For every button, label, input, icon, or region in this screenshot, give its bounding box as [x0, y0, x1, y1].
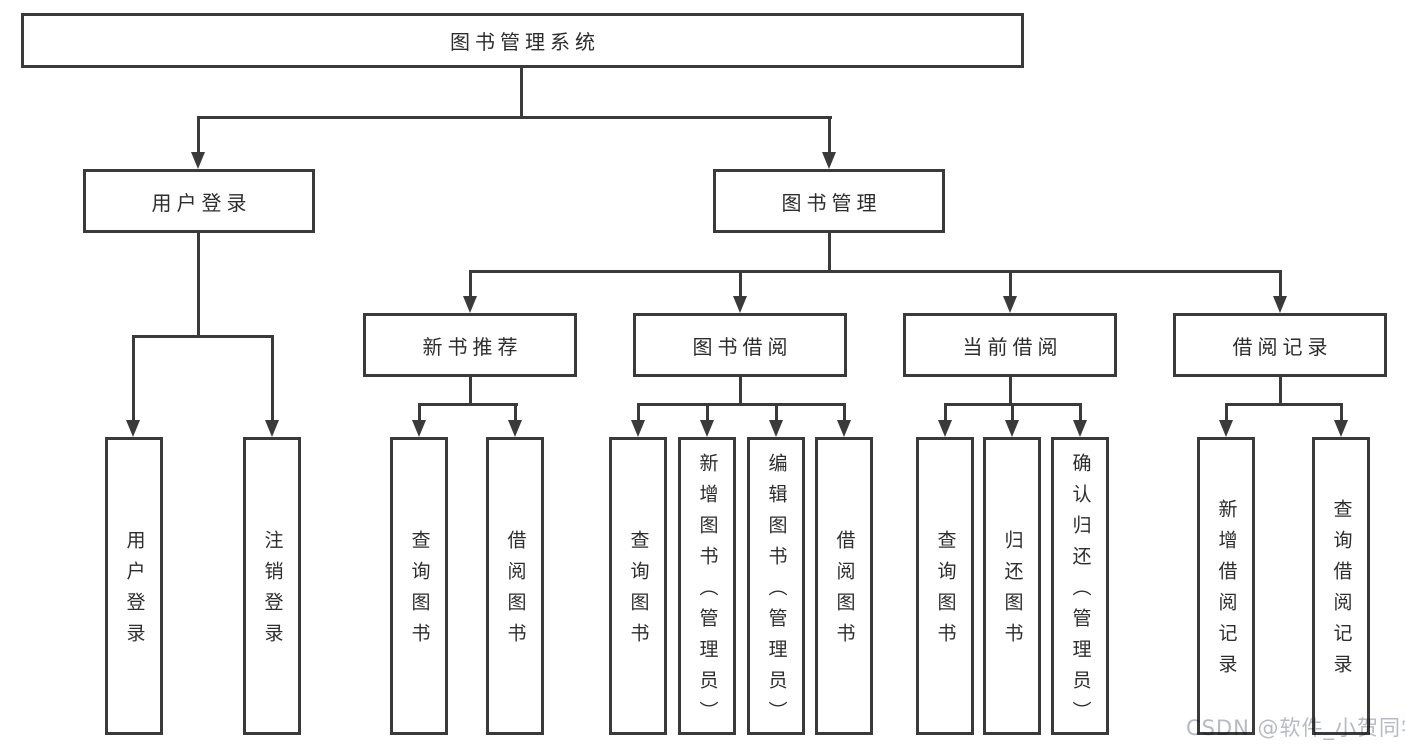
leaf-br-add-record-label: 新增借阅记录	[1215, 499, 1238, 685]
connector-stem-nbr-borrow	[514, 403, 517, 421]
leaf-br-query-record: 查询借阅记录	[1312, 437, 1370, 735]
connector-stem-cb-return	[1011, 403, 1014, 421]
leaf-logout-label: 注销登录	[261, 530, 284, 654]
arrowhead-nbr-query-icon	[412, 420, 426, 437]
connector-stem-nbr-query	[418, 403, 421, 421]
node-new-book-recommend: 新书推荐	[363, 313, 577, 377]
connector-stem-br-add	[1225, 403, 1228, 421]
connector-root-branch	[197, 116, 832, 119]
connector-stem-current-borrowing	[1009, 270, 1012, 297]
node-borrowing-records-label: 借阅记录	[1232, 334, 1333, 359]
node-book-borrowing-label: 图书借阅	[692, 334, 793, 359]
leaf-bb-edit-books-admin-label: 编辑图书（管理员）	[765, 452, 788, 732]
leaf-user-login-label: 用户登录	[123, 530, 146, 654]
leaf-bb-query-books: 查询图书	[609, 437, 667, 735]
node-root: 图书管理系统	[21, 13, 1024, 68]
node-new-book-recommend-label: 新书推荐	[422, 334, 523, 359]
connector-stem-bb-query	[637, 403, 640, 421]
connector-stem-br-query	[1340, 403, 1343, 421]
arrowhead-book-management-icon	[822, 152, 836, 169]
arrowhead-current-borrowing-icon	[1003, 296, 1017, 313]
connector-user-login-down	[197, 233, 200, 336]
leaf-cb-query-books-label: 查询图书	[934, 530, 957, 654]
connector-br-down	[1279, 377, 1282, 405]
connector-stem-borrowing-records	[1279, 270, 1282, 297]
leaf-br-query-record-label: 查询借阅记录	[1330, 499, 1353, 685]
connector-stem-leaf-login	[132, 335, 135, 421]
connector-stem-book-management	[828, 116, 831, 153]
leaf-nbr-borrow-books: 借阅图书	[486, 437, 544, 735]
leaf-bb-add-books-admin-label: 新增图书（管理员）	[696, 452, 719, 732]
leaf-br-add-record: 新增借阅记录	[1197, 437, 1255, 735]
connector-user-login-branch	[132, 335, 274, 338]
connector-stem-cb-confirm	[1079, 403, 1082, 421]
connector-nbr-down	[469, 377, 472, 405]
arrowhead-cb-return-icon	[1005, 420, 1019, 437]
arrowhead-leaf-logout-icon	[265, 420, 279, 437]
node-book-borrowing: 图书借阅	[633, 313, 847, 377]
arrowhead-borrowing-records-icon	[1273, 296, 1287, 313]
connector-cb-down	[1009, 377, 1012, 405]
node-book-management-label: 图书管理	[781, 190, 882, 215]
arrowhead-br-query-icon	[1334, 420, 1348, 437]
arrowhead-bb-query-icon	[631, 420, 645, 437]
connector-stem-bb-edit	[775, 403, 778, 421]
arrowhead-book-borrowing-icon	[733, 296, 747, 313]
arrowhead-bb-edit-icon	[769, 420, 783, 437]
leaf-cb-query-books: 查询图书	[916, 437, 974, 735]
arrowhead-bb-borrow-icon	[837, 420, 851, 437]
connector-bb-down	[739, 377, 742, 405]
leaf-nbr-query-books: 查询图书	[390, 437, 448, 735]
arrowhead-cb-confirm-icon	[1073, 420, 1087, 437]
node-user-login: 用户登录	[83, 169, 315, 233]
connector-book-management-branch	[469, 270, 1282, 273]
connector-br-branch	[1225, 403, 1342, 406]
node-borrowing-records: 借阅记录	[1173, 313, 1387, 377]
connector-bb-branch	[637, 403, 845, 406]
arrowhead-leaf-login-icon	[126, 420, 140, 437]
leaf-bb-query-books-label: 查询图书	[627, 530, 650, 654]
node-current-borrowing: 当前借阅	[903, 313, 1117, 377]
node-user-login-label: 用户登录	[151, 190, 252, 215]
leaf-cb-confirm-return-admin-label: 确认归还（管理员）	[1069, 452, 1092, 732]
connector-stem-leaf-logout	[271, 335, 274, 421]
leaf-cb-confirm-return-admin: 确认归还（管理员）	[1051, 437, 1109, 735]
arrowhead-bb-add-icon	[700, 420, 714, 437]
leaf-nbr-query-books-label: 查询图书	[408, 530, 431, 654]
leaf-cb-return-books: 归还图书	[983, 437, 1041, 735]
node-current-borrowing-label: 当前借阅	[962, 334, 1063, 359]
leaf-bb-edit-books-admin: 编辑图书（管理员）	[747, 437, 805, 735]
leaf-bb-add-books-admin: 新增图书（管理员）	[678, 437, 736, 735]
node-book-management: 图书管理	[713, 169, 945, 233]
node-root-label: 图书管理系统	[450, 30, 600, 54]
leaf-bb-borrow-books-label: 借阅图书	[833, 530, 856, 654]
connector-root-down	[520, 68, 523, 116]
arrowhead-user-login-icon	[191, 152, 205, 169]
arrowhead-new-book-recommend-icon	[463, 296, 477, 313]
arrowhead-nbr-borrow-icon	[508, 420, 522, 437]
connector-book-management-down	[828, 233, 831, 272]
connector-stem-user-login	[197, 116, 200, 153]
leaf-logout: 注销登录	[243, 437, 301, 735]
leaf-user-login: 用户登录	[105, 437, 163, 735]
arrowhead-cb-query-icon	[938, 420, 952, 437]
connector-stem-bb-borrow	[843, 403, 846, 421]
connector-stem-book-borrowing	[739, 270, 742, 297]
connector-stem-cb-query	[944, 403, 947, 421]
connector-stem-new-book-recommend	[469, 270, 472, 297]
connector-stem-bb-add	[706, 403, 709, 421]
connector-nbr-branch	[418, 403, 518, 406]
arrowhead-br-add-icon	[1219, 420, 1233, 437]
leaf-cb-return-books-label: 归还图书	[1001, 530, 1024, 654]
leaf-nbr-borrow-books-label: 借阅图书	[504, 530, 527, 654]
leaf-bb-borrow-books: 借阅图书	[815, 437, 873, 735]
csdn-watermark: CSDN @软件_小贺同学	[1186, 716, 1405, 740]
